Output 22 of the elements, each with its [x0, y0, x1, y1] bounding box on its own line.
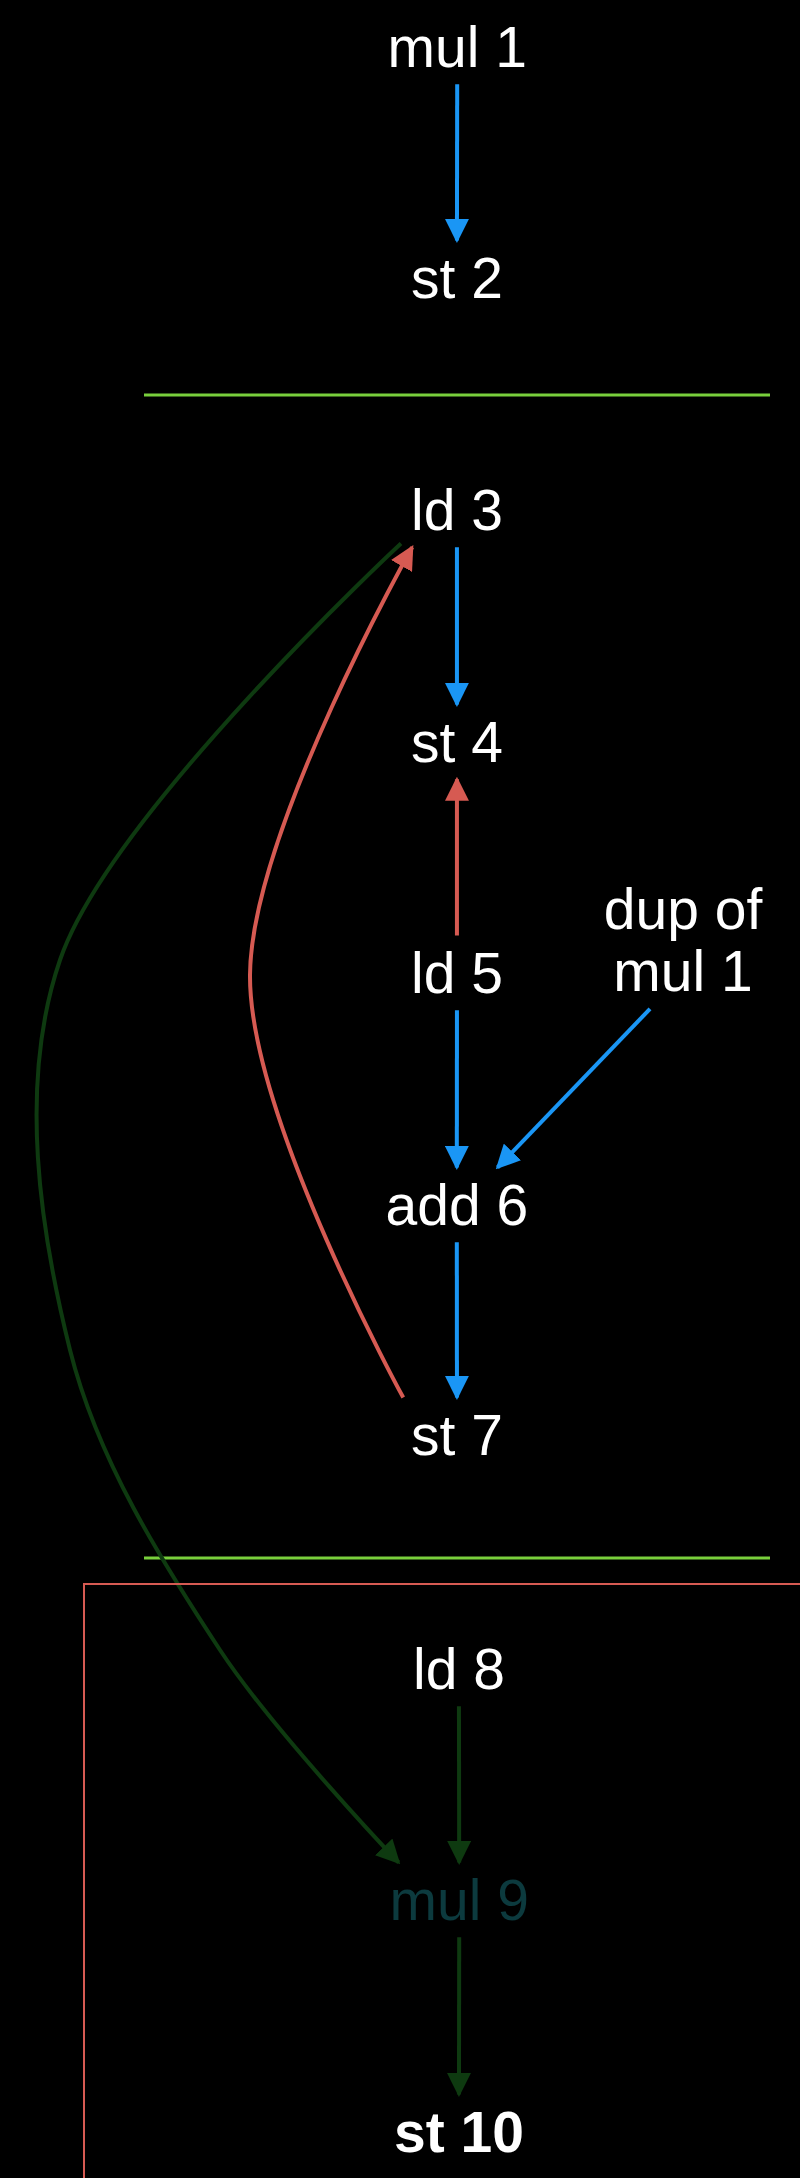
- arrow: [34, 542, 403, 1865]
- arrow: [444, 1010, 469, 1170]
- instruction-label: st 7: [401, 1397, 513, 1473]
- arrow: [444, 1242, 469, 1400]
- frame-box: [83, 1583, 800, 2178]
- instruction-label: ld 8: [403, 1631, 515, 1707]
- arrow: [495, 1007, 652, 1170]
- instruction-label: mul 9: [379, 1862, 539, 1938]
- arrow: [248, 545, 414, 1399]
- instruction-label: st 2: [401, 240, 513, 316]
- arrow: [444, 84, 469, 243]
- instruction-label: st 4: [401, 704, 513, 780]
- instruction-label: ld 5: [401, 935, 513, 1011]
- arrow: [444, 547, 469, 707]
- arrow: [447, 1937, 471, 2097]
- arrow: [447, 1706, 472, 1865]
- instruction-label: mul 1: [377, 9, 537, 85]
- instruction-label: st 10: [384, 2094, 534, 2170]
- instruction-label: ld 3: [401, 472, 513, 548]
- instruction-label: dup of mul 1: [573, 871, 793, 1009]
- instruction-label: add 6: [375, 1167, 539, 1243]
- arrow: [444, 776, 469, 936]
